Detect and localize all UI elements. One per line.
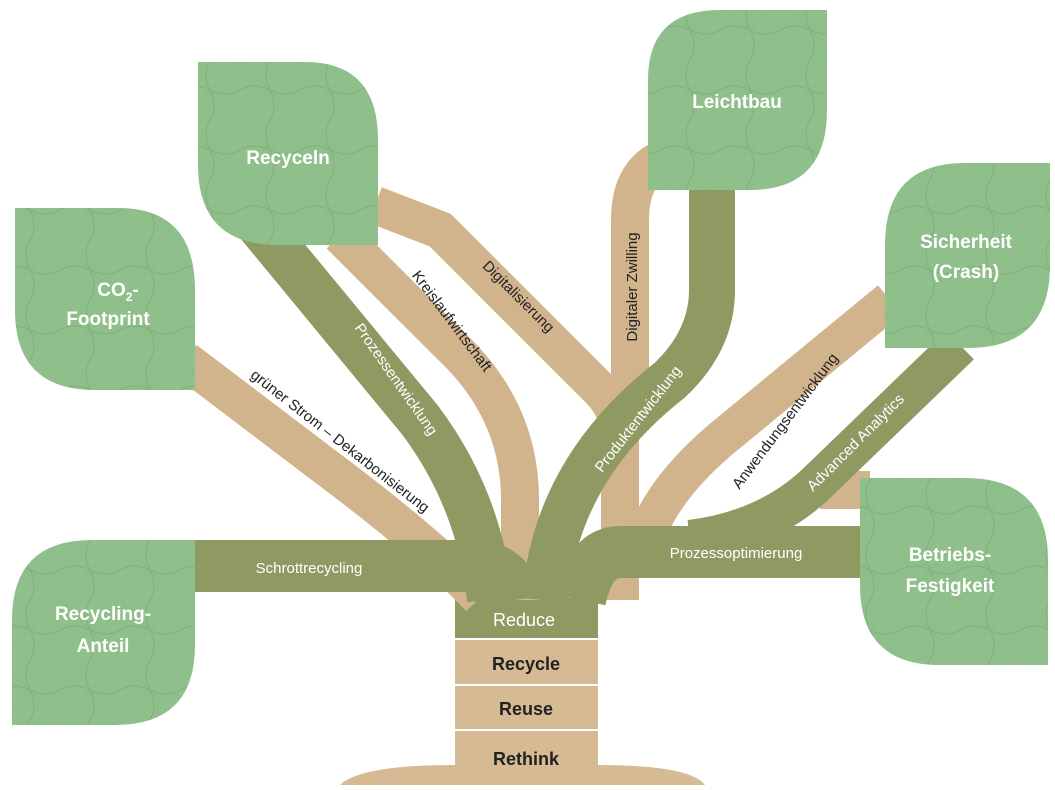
trunk-reuse-block xyxy=(455,686,598,729)
trunk-label-reduce: Reduce xyxy=(493,610,555,630)
leaf-betriebs-festigkeit xyxy=(860,478,1048,665)
leaf-label-recyceln: Recyceln xyxy=(246,148,329,169)
trunk-recycle-block xyxy=(455,640,598,684)
leaf-label-betriebs-2: Festigkeit xyxy=(906,576,995,597)
leaf-leichtbau xyxy=(648,10,827,190)
leaf-label-co2: CO2- xyxy=(97,280,139,304)
trunk-label-reuse: Reuse xyxy=(499,699,553,719)
leaf-co2-footprint xyxy=(15,208,195,390)
co2-subscript: 2 xyxy=(126,290,133,304)
leaf-label-recycling-2: Anteil xyxy=(77,636,130,657)
branch-schrottrecycling xyxy=(180,540,541,606)
leaf-label-betriebs-1: Betriebs- xyxy=(909,545,991,566)
branch-label-schrottrecycling: Schrottrecycling xyxy=(256,560,363,577)
leaf-label-sicherheit-2: (Crash) xyxy=(933,262,1000,283)
leaf-label-sicherheit-1: Sicherheit xyxy=(920,232,1013,253)
leaf-label-recycling-1: Recycling- xyxy=(55,604,151,625)
branch-label-prozessoptimierung: Prozessoptimierung xyxy=(670,545,803,562)
co2-dash: - xyxy=(132,280,138,301)
branch-label-digitaler-zwilling: Digitaler Zwilling xyxy=(624,232,641,341)
branch-prozessoptimierung xyxy=(554,526,870,607)
leaf-label-footprint: Footprint xyxy=(66,309,150,330)
leaf-recycling-anteil xyxy=(12,540,195,725)
trunk-rethink-block xyxy=(455,731,598,785)
co2-text: CO xyxy=(97,280,126,301)
leaf-sicherheit xyxy=(885,163,1050,348)
leaf-label-leichtbau: Leichtbau xyxy=(692,92,782,113)
leaf-recyceln xyxy=(198,62,378,245)
branch-kreislaufwirtschaft xyxy=(326,221,539,600)
trunk-label-recycle: Recycle xyxy=(492,654,560,674)
branch-produktentwicklung xyxy=(522,180,735,603)
trunk-label-rethink: Rethink xyxy=(493,749,560,769)
trunk-reduce-block xyxy=(455,598,598,638)
